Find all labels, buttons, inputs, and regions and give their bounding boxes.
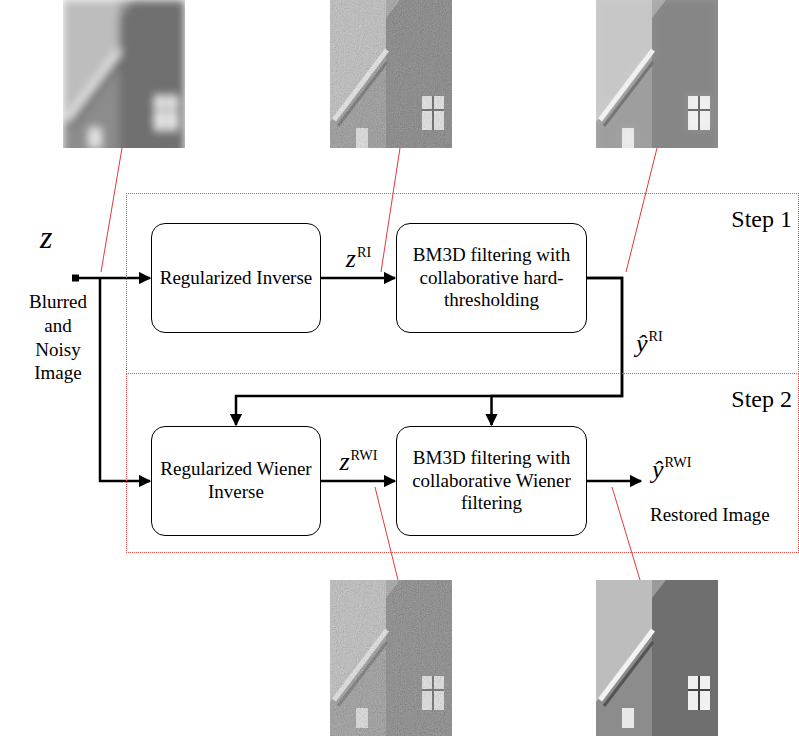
input-caption: Blurred and Noisy Image bbox=[22, 290, 94, 385]
signal-arrow bbox=[321, 480, 395, 483]
process-box: Regularized Inverse bbox=[151, 223, 321, 333]
step-region: Step 1 Regularized Inverse BM3D filtering … bbox=[126, 193, 799, 374]
signal-label: ŷRI bbox=[636, 330, 663, 359]
noisy-image bbox=[330, 0, 452, 160]
blurred-image bbox=[63, 0, 185, 160]
math-symbol: ŷ bbox=[652, 455, 664, 484]
leader-line bbox=[612, 487, 640, 580]
math-symbol: z bbox=[40, 219, 52, 255]
output-symbol: ŷRWI bbox=[652, 456, 692, 485]
input-terminal bbox=[72, 275, 79, 282]
restored-image bbox=[596, 580, 718, 736]
math-symbol: z bbox=[346, 244, 356, 273]
output-wire bbox=[587, 480, 641, 483]
process-box: BM3D filtering with collaborative Wiener… bbox=[396, 426, 587, 536]
step-label: Step 2 bbox=[731, 386, 792, 413]
output-caption: Restored Image bbox=[650, 505, 770, 526]
input-wire bbox=[79, 277, 150, 280]
math-superscript: RI bbox=[649, 328, 663, 344]
math-symbol: z bbox=[339, 447, 349, 476]
box-label: BM3D filtering with collaborative hard-t… bbox=[397, 244, 586, 312]
signal-label: zRWI bbox=[339, 448, 377, 477]
step-label: Step 1 bbox=[731, 206, 792, 233]
process-box: BM3D filtering with collaborative hard-t… bbox=[396, 223, 587, 333]
signal-arrow bbox=[321, 277, 395, 280]
signal-label: zRI bbox=[346, 245, 371, 274]
leader-line bbox=[626, 148, 657, 272]
box-label: Regularized Wiener Inverse bbox=[152, 458, 320, 504]
noisy-image bbox=[330, 580, 452, 736]
leader-lines bbox=[101, 148, 657, 580]
denoised-image bbox=[596, 0, 718, 160]
input-wire bbox=[100, 278, 150, 481]
math-symbol: ŷ bbox=[636, 329, 648, 358]
math-superscript: RWI bbox=[665, 454, 692, 470]
leader-line bbox=[101, 148, 122, 272]
math-superscript: RWI bbox=[351, 447, 378, 463]
math-superscript: RI bbox=[357, 244, 371, 260]
process-box: Regularized Wiener Inverse bbox=[151, 426, 321, 536]
input-symbol: z bbox=[40, 220, 52, 255]
step-region: Step 2 Regularized Wiener Inverse BM3D fil… bbox=[126, 373, 799, 553]
box-label: Regularized Inverse bbox=[154, 267, 318, 290]
leader-line bbox=[375, 487, 398, 580]
box-label: BM3D filtering with collaborative Wiener… bbox=[397, 447, 586, 515]
